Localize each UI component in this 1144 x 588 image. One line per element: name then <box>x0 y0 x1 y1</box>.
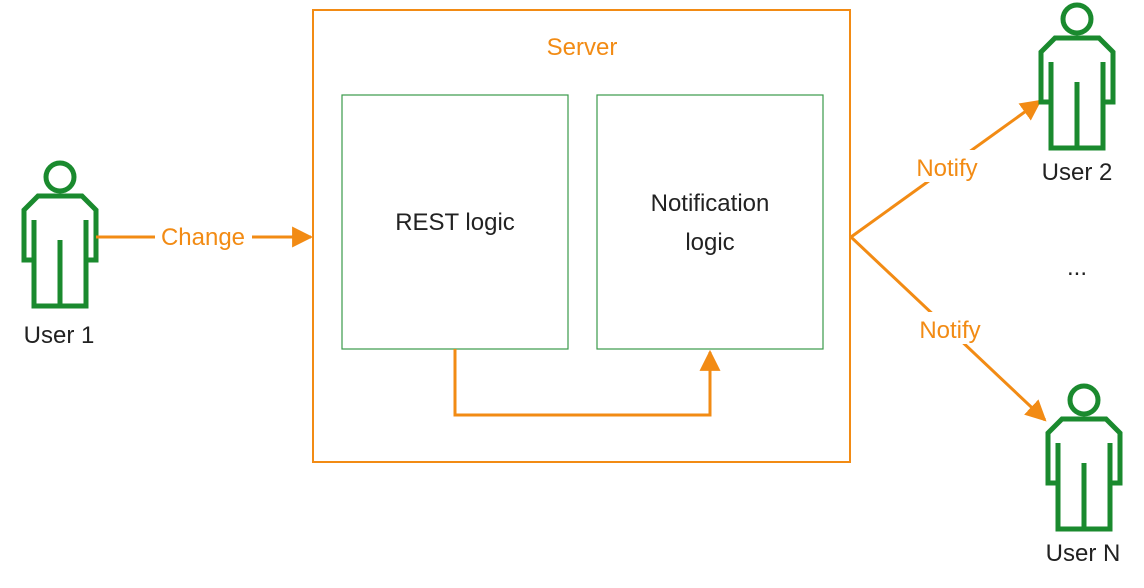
rest-to-notification-connector <box>453 349 721 417</box>
rest-logic-label: REST logic <box>395 209 515 236</box>
notification-logic-box <box>596 94 824 350</box>
notify-bottom-label-bg <box>905 312 995 344</box>
more-users-ellipsis: ... <box>1067 254 1087 281</box>
user-n-label: User N <box>1046 540 1121 567</box>
notify-bottom-label: Notify <box>919 317 980 344</box>
change-label: Change <box>161 224 245 251</box>
server-box <box>312 9 851 463</box>
notify-top-label: Notify <box>916 155 977 182</box>
user-2-icon <box>1041 5 1113 148</box>
notification-logic-label-line1: Notification <box>651 190 770 217</box>
user-n-icon <box>1048 386 1120 529</box>
user-1-icon <box>24 163 96 306</box>
server-label: Server <box>547 34 618 61</box>
user-2-label: User 2 <box>1042 159 1113 186</box>
user-1-label: User 1 <box>24 322 95 349</box>
notify-top-label-bg <box>902 150 992 182</box>
notification-logic-label-line2: logic <box>685 229 734 256</box>
